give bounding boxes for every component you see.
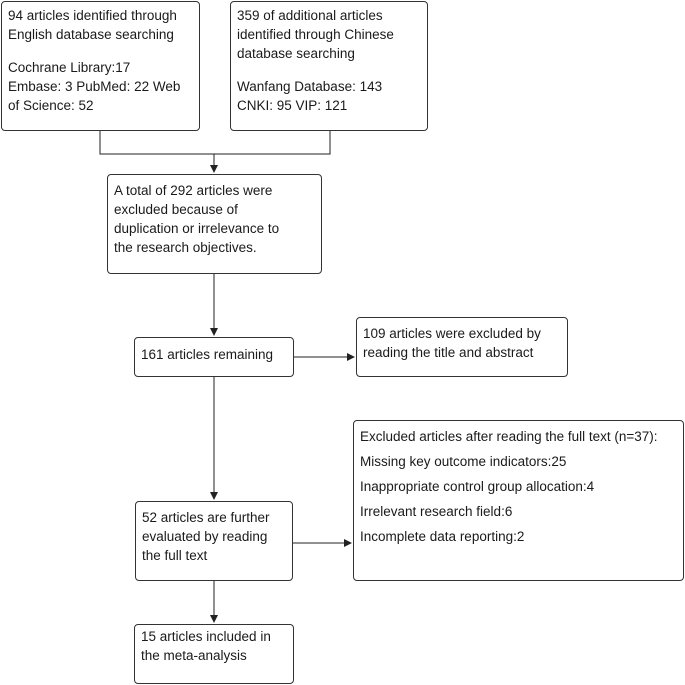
title-excluded-line: 109 articles were excluded by xyxy=(363,326,541,341)
english-detail-line: Cochrane Library:17 xyxy=(8,60,131,75)
fulltext-evaluation-line: 52 articles are further xyxy=(142,510,270,525)
chinese-heading-line: database searching xyxy=(237,46,355,61)
duplicates-excluded-line: A total of 292 articles were xyxy=(114,183,273,198)
duplicates-excluded-box: A total of 292 articles were excluded be… xyxy=(107,174,322,274)
fulltext-evaluation-box: 52 articles are further evaluated by rea… xyxy=(135,501,293,581)
chinese-detail-line: CNKI: 95 VIP: 121 xyxy=(237,98,348,113)
english-heading-line: 94 articles identified through xyxy=(8,8,177,23)
chinese-detail-line: Wanfang Database: 143 xyxy=(237,79,383,94)
english-database-box: 94 articles identified through English d… xyxy=(1,1,200,131)
title-excluded-line: reading the title and abstract xyxy=(363,345,534,360)
included-studies-box: 15 articles included in the meta-analysi… xyxy=(134,624,294,684)
chinese-database-box: 359 of additional articles identified th… xyxy=(230,1,428,131)
exclusion-reason-item: Irrelevant research field:6 xyxy=(360,504,513,519)
fulltext-excluded-heading: Excluded articles after reading the full… xyxy=(360,429,658,444)
chinese-heading-line: identified through Chinese xyxy=(237,27,394,42)
exclusion-reason-item: Inappropriate control group allocation:4 xyxy=(360,479,595,494)
merge-connector xyxy=(99,131,331,155)
fulltext-evaluation-line: the full text xyxy=(142,548,208,563)
articles-remaining-box: 161 articles remaining xyxy=(134,337,294,377)
chinese-heading-line: 359 of additional articles xyxy=(237,8,383,23)
title-abstract-excluded-box: 109 articles were excluded by reading th… xyxy=(356,317,568,377)
duplicates-excluded-line: the research objectives. xyxy=(114,240,257,255)
exclusion-reason-item: Incomplete data reporting:2 xyxy=(360,529,525,544)
fulltext-evaluation-line: evaluated by reading xyxy=(142,529,268,544)
english-detail-line: of Science: 52 xyxy=(8,98,94,113)
articles-remaining-line: 161 articles remaining xyxy=(141,347,274,362)
english-detail-line: Embase: 3 PubMed: 22 Web xyxy=(8,79,181,94)
duplicates-excluded-line: duplication or irrelevance to xyxy=(114,221,280,236)
english-heading-line: English database searching xyxy=(8,27,174,42)
included-studies-line: the meta-analysis xyxy=(141,648,247,663)
fulltext-excluded-box: Excluded articles after reading the full… xyxy=(353,420,684,581)
exclusion-reason-item: Missing key outcome indicators:25 xyxy=(360,454,567,469)
duplicates-excluded-line: excluded because of xyxy=(114,202,238,217)
included-studies-line: 15 articles included in xyxy=(141,629,271,644)
